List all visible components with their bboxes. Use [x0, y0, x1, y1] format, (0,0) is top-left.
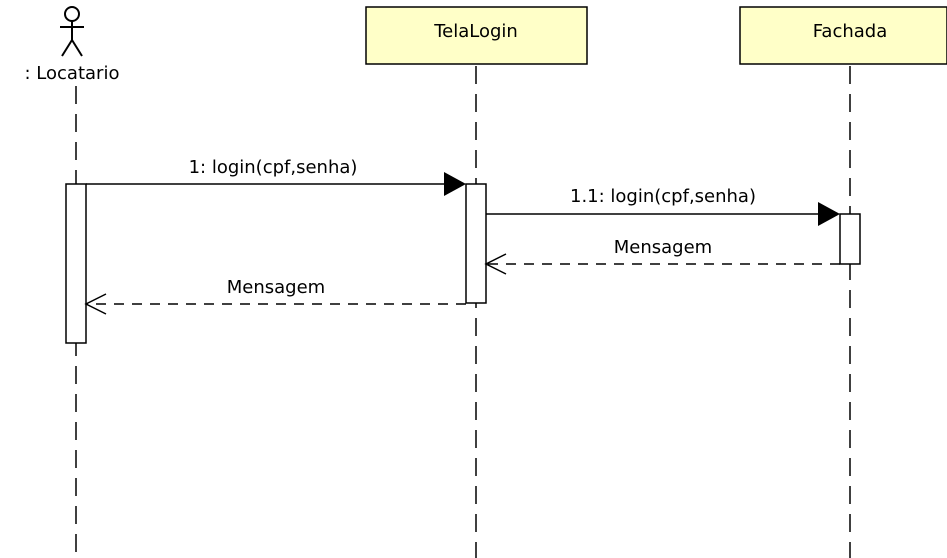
- message-login-fachada-label: 1.1: login(cpf,senha): [570, 186, 756, 207]
- message-login: 1: login(cpf,senha): [86, 157, 466, 196]
- reply-mensagem-telalogin: Mensagem: [84, 277, 466, 315]
- activation-telalogin: [465, 183, 487, 304]
- participant-telalogin-box: [365, 6, 588, 65]
- participant-fachada-label: Fachada: [813, 21, 888, 42]
- reply-mensagem-fachada-arrowhead-icon: [484, 253, 507, 275]
- participant-telalogin-label: TelaLogin: [433, 21, 518, 42]
- reply-mensagem-telalogin-label: Mensagem: [227, 277, 325, 298]
- reply-mensagem-telalogin-arrowhead-icon: [84, 293, 107, 315]
- actor-stick-figure-icon: [60, 6, 84, 57]
- participant-telalogin: TelaLogin: [365, 6, 588, 65]
- message-login-label: 1: login(cpf,senha): [189, 157, 358, 178]
- reply-mensagem-fachada: Mensagem: [484, 237, 840, 275]
- message-login-arrowhead-icon: [444, 172, 466, 196]
- reply-mensagem-fachada-label: Mensagem: [614, 237, 712, 258]
- message-login-fachada: 1.1: login(cpf,senha): [486, 186, 840, 226]
- participant-fachada: Fachada: [739, 6, 947, 65]
- participant-fachada-box: [739, 6, 947, 65]
- actor-locatario: : Locatario: [25, 6, 120, 84]
- message-login-fachada-arrowhead-icon: [818, 202, 840, 226]
- activation-fachada: [839, 213, 861, 265]
- activation-locatario: [65, 183, 87, 344]
- actor-locatario-label: : Locatario: [25, 63, 120, 84]
